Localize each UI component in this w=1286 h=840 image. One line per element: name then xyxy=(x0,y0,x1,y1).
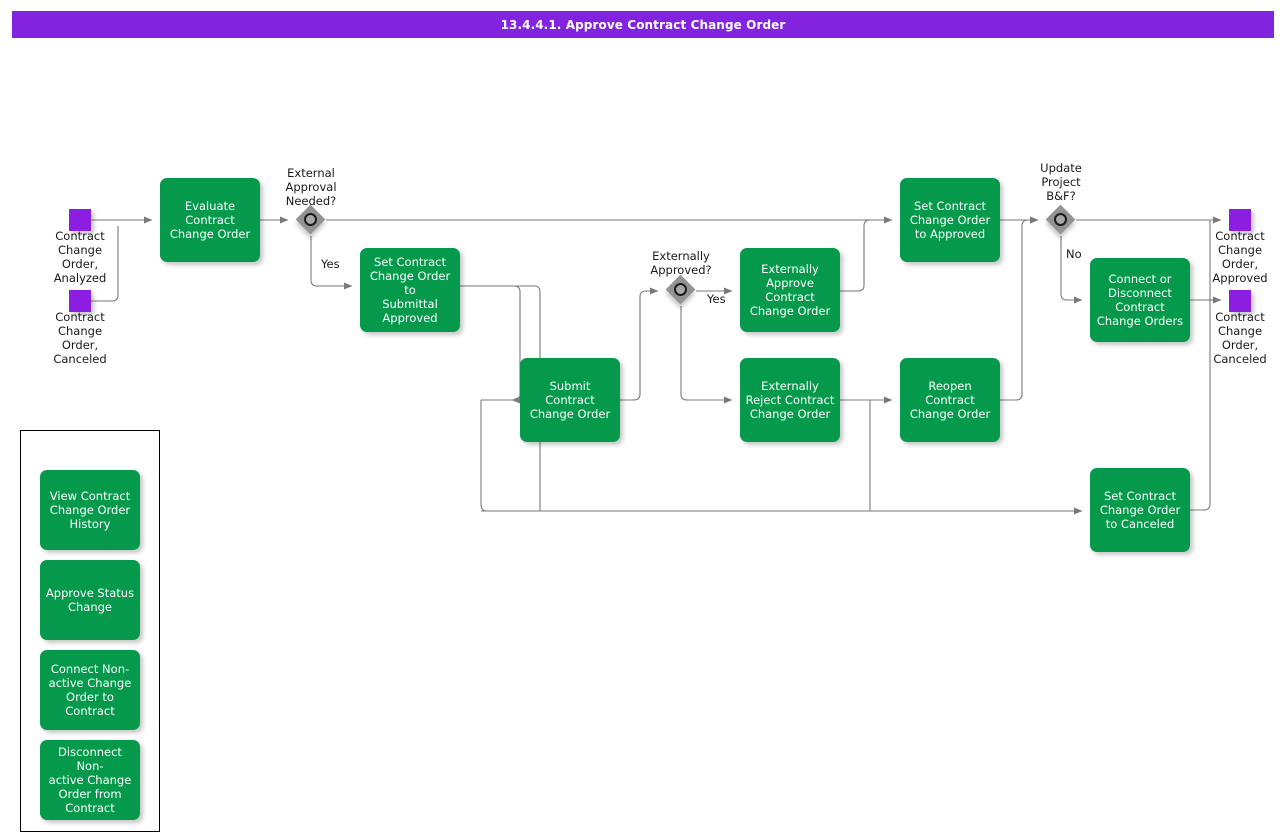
task-externally-reject-contract-change-order[interactable]: Externally Reject Contract Change Order xyxy=(740,358,840,442)
task-label: Submit Contract Change Order xyxy=(529,379,611,421)
task-approve-status-change[interactable]: Approve Status Change xyxy=(40,560,140,640)
task-submit-contract-change-order[interactable]: Submit Contract Change Order xyxy=(520,358,620,442)
gateway-circle-icon xyxy=(1054,213,1067,226)
window-title-bar: 13.4.4.1. Approve Contract Change Order xyxy=(12,11,1274,38)
task-connect-or-disconnect-contract-change-orders[interactable]: Connect or Disconnect Contract Change Or… xyxy=(1090,258,1190,342)
start-event-contract-change-order-analyzed[interactable] xyxy=(69,209,91,231)
task-label: Connect Non- active Change Order to Cont… xyxy=(48,662,132,718)
task-connect-non-active-change-order-to-contract[interactable]: Connect Non- active Change Order to Cont… xyxy=(40,650,140,730)
start-event-contract-change-order-canceled[interactable] xyxy=(69,290,91,312)
flow-label-external-approval-yes: Yes xyxy=(321,257,340,271)
flow-label-externally-approved-yes: Yes xyxy=(707,292,726,306)
gateway-externally-approved[interactable] xyxy=(665,274,696,305)
task-view-contract-change-order-history[interactable]: View Contract Change Order History xyxy=(40,470,140,550)
start-event-canceled-label: Contract Change Order, Canceled xyxy=(53,310,107,366)
end-event-contract-change-order-approved[interactable] xyxy=(1229,209,1251,231)
gateway-update-project-bf-label: Update Project B&F? xyxy=(1040,161,1082,203)
task-label: Externally Reject Contract Change Order xyxy=(745,379,835,421)
task-label: Externally Approve Contract Change Order xyxy=(749,262,831,318)
gateway-external-approval-needed-label: External Approval Needed? xyxy=(285,166,337,208)
end-event-canceled-label: Contract Change Order, Canceled xyxy=(1213,310,1267,366)
task-disconnect-non-active-change-order-from-contract[interactable]: Disconnect Non- active Change Order from… xyxy=(40,740,140,820)
task-set-contract-change-order-to-submittal-approved[interactable]: Set Contract Change Order to Submittal A… xyxy=(360,248,460,332)
task-label: Set Contract Change Order to Submittal A… xyxy=(369,255,451,325)
task-label: Connect or Disconnect Contract Change Or… xyxy=(1096,272,1184,328)
start-event-analyzed-label: Contract Change Order, Analyzed xyxy=(53,229,107,285)
flow-label-update-project-no: No xyxy=(1066,247,1082,261)
task-label: Set Contract Change Order to Approved xyxy=(909,199,991,241)
task-label: Set Contract Change Order to Canceled xyxy=(1099,489,1181,531)
task-label: Evaluate Contract Change Order xyxy=(169,199,251,241)
gateway-circle-icon xyxy=(674,283,687,296)
task-reopen-contract-change-order[interactable]: Reopen Contract Change Order xyxy=(900,358,1000,442)
task-set-contract-change-order-to-approved[interactable]: Set Contract Change Order to Approved xyxy=(900,178,1000,262)
page-title: 13.4.4.1. Approve Contract Change Order xyxy=(500,17,786,32)
task-label: Disconnect Non- active Change Order from… xyxy=(48,745,132,815)
task-label: Approve Status Change xyxy=(45,586,135,614)
gateway-update-project-bf[interactable] xyxy=(1045,204,1076,235)
end-event-contract-change-order-canceled[interactable] xyxy=(1229,290,1251,312)
gateway-external-approval-needed[interactable] xyxy=(295,204,326,235)
end-event-approved-label: Contract Change Order, Approved xyxy=(1212,229,1268,285)
gateway-circle-icon xyxy=(304,213,317,226)
gateway-externally-approved-label: Externally Approved? xyxy=(650,249,712,277)
task-label: View Contract Change Order History xyxy=(49,489,131,531)
task-set-contract-change-order-to-canceled[interactable]: Set Contract Change Order to Canceled xyxy=(1090,468,1190,552)
task-label: Reopen Contract Change Order xyxy=(909,379,991,421)
task-externally-approve-contract-change-order[interactable]: Externally Approve Contract Change Order xyxy=(740,248,840,332)
task-evaluate-contract-change-order[interactable]: Evaluate Contract Change Order xyxy=(160,178,260,262)
